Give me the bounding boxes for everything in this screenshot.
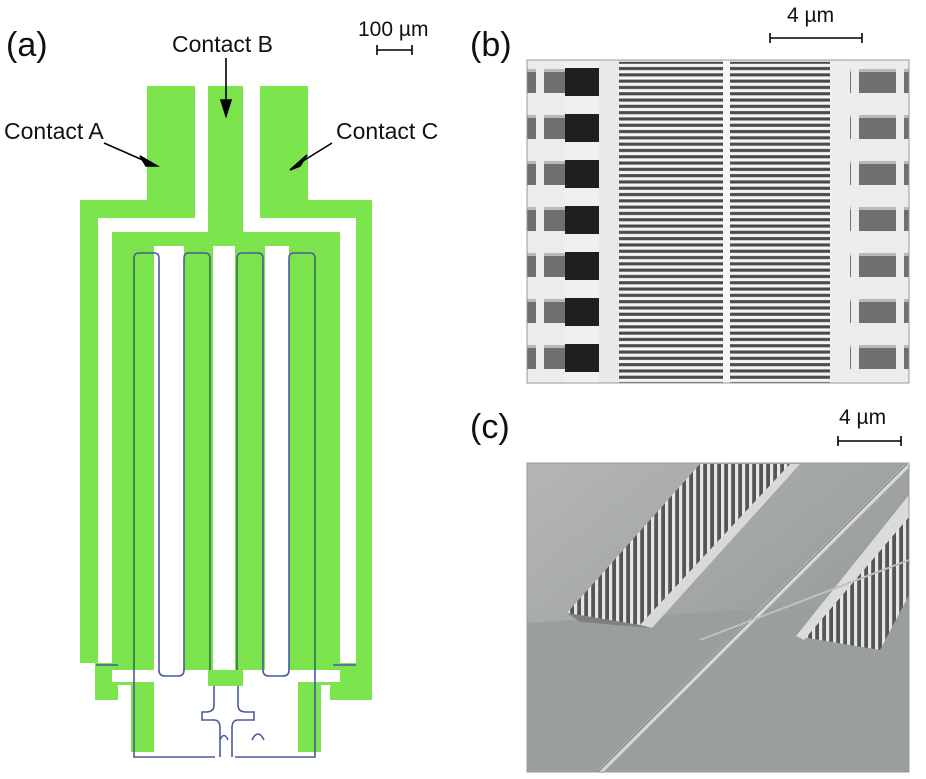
panel-c-sem-image	[526, 436, 911, 774]
panel-c-letter: (c)	[470, 408, 510, 446]
panel-a-letter: (a)	[6, 26, 48, 64]
lower-center-block	[208, 670, 243, 686]
panel-a-scale-label: 100 µm	[358, 18, 429, 41]
nanowire-meander	[96, 252, 356, 758]
panel-b-letter: (b)	[470, 26, 512, 64]
contact-c-pad	[260, 86, 372, 700]
contact-b-label: Contact B	[172, 31, 273, 57]
lower-left-block	[131, 682, 154, 752]
panel-c-scale-bar	[837, 436, 902, 446]
lower-right-block	[298, 682, 321, 752]
contact-a-label: Contact A	[4, 118, 104, 144]
panel-b-scale-bar	[769, 33, 863, 43]
panel-b-sem-image	[526, 33, 910, 384]
contact-c-label: Contact C	[336, 118, 439, 144]
contact-a-pad	[80, 86, 195, 700]
panel-a-layout	[80, 45, 413, 758]
panel-b-scale-label: 4 µm	[787, 4, 835, 27]
panel-c-scale-label: 4 µm	[839, 406, 887, 429]
contact-arrows	[103, 58, 333, 171]
panel-a-scale-bar	[376, 45, 413, 55]
